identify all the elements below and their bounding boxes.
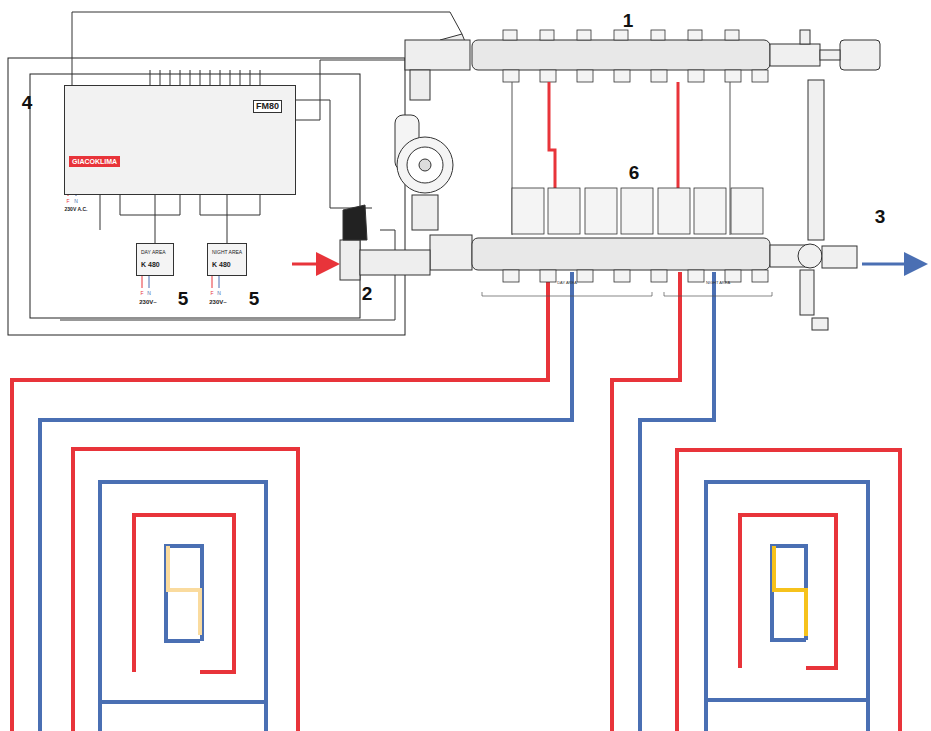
callout-number: 3: [875, 207, 886, 226]
flow-arrow: [292, 263, 334, 266]
signal-wire: [227, 195, 228, 243]
pump-group: [340, 34, 472, 280]
callout-number: 1: [623, 11, 634, 30]
return-arrow: [862, 263, 922, 266]
wire-label: N: [147, 291, 151, 296]
node-heading: FM80: [253, 100, 282, 113]
callout-number: 6: [629, 163, 640, 182]
callout-number: 2: [362, 284, 373, 303]
flow-manifold: [472, 30, 880, 240]
node-text: GIACOKLIMA: [69, 156, 120, 167]
control-wires: [60, 12, 462, 320]
node-text: K 480: [212, 261, 231, 268]
callout-number: 5: [249, 289, 260, 308]
callout-number: 5: [178, 289, 189, 308]
node-heading: DAY AREA: [141, 250, 166, 255]
return-manifold: [472, 188, 857, 330]
signal-wire: [155, 195, 156, 243]
node-text: K 480: [141, 261, 160, 268]
wire-label: F: [210, 291, 213, 296]
wire-label: N: [217, 291, 221, 296]
wire-label: NIGHT AREA: [706, 281, 730, 285]
callout-number: 4: [22, 93, 33, 112]
wire-label: F: [66, 199, 69, 204]
node-heading: NIGHT AREA: [212, 250, 242, 255]
wire-label: N: [74, 199, 78, 204]
wire-label: DAY AREA: [557, 281, 577, 285]
floor-loops: [12, 272, 900, 731]
thermostat-box: DAY AREA K 480: [136, 243, 174, 276]
controller-box: FM80GIACOKLIMA: [64, 85, 296, 195]
panel-outline: [8, 58, 405, 335]
wire-label: 230V A.C.: [65, 207, 88, 212]
wire-label: 230V~: [139, 299, 157, 305]
thermostat-box: NIGHT AREA K 480: [207, 243, 247, 276]
wire-label: 230V~: [209, 299, 227, 305]
power-wires: [68, 192, 219, 288]
wire-label: F: [140, 291, 143, 296]
